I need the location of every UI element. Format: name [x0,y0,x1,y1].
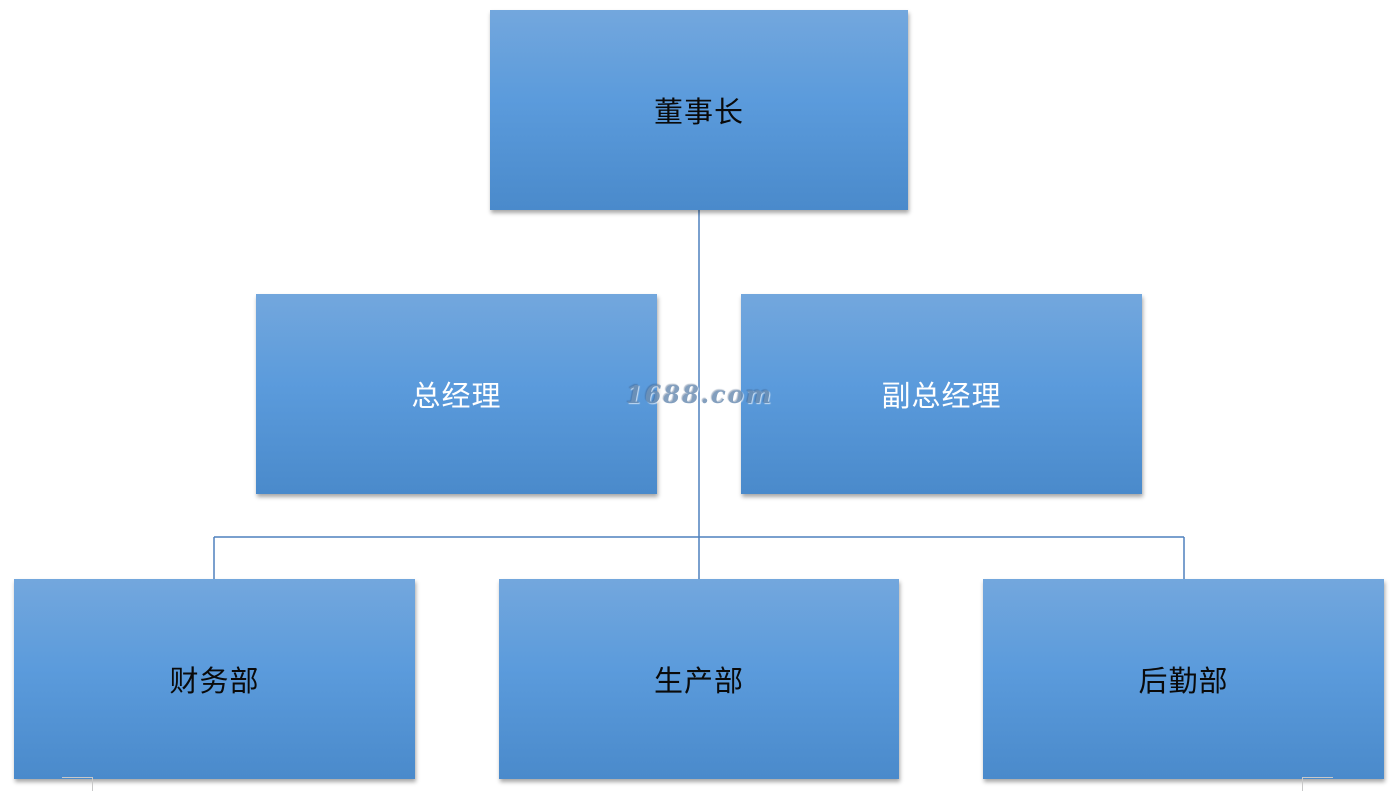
node-finance-department-label: 财务部 [169,664,260,698]
node-production-department: 生产部 [499,579,899,779]
node-deputy-general-manager: 副总经理 [741,294,1142,494]
node-deputy-general-manager-label: 副总经理 [881,379,1002,413]
page-corner-mark-right [1302,777,1333,791]
page-corner-mark-left [62,777,93,791]
node-logistics-department-label: 后勤部 [1138,664,1229,698]
node-general-manager: 总经理 [256,294,657,494]
node-chairman: 董事长 [490,10,908,210]
watermark-text: 1688.com [626,380,774,409]
node-production-department-label: 生产部 [653,664,744,698]
node-logistics-department: 后勤部 [983,579,1384,779]
node-chairman-label: 董事长 [653,95,744,129]
node-finance-department: 财务部 [14,579,415,779]
node-general-manager-label: 总经理 [411,379,502,413]
